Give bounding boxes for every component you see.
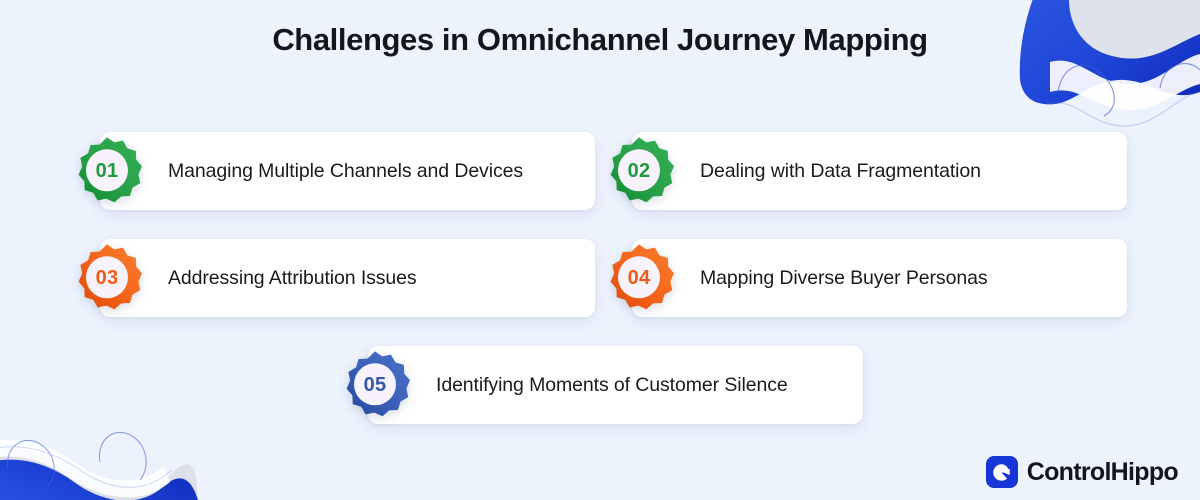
challenge-label: Identifying Moments of Customer Silence: [436, 373, 788, 396]
scalloped-badge-icon: [78, 244, 142, 310]
top-right-wave-band: [1050, 54, 1200, 111]
scalloped-badge-icon: [610, 244, 674, 310]
badge-01: 01: [72, 136, 142, 206]
card-row-2: 03 Addressing Attribution Issues: [0, 239, 1200, 324]
badge-number: 01: [95, 159, 119, 182]
controlhippo-chat-bubble-icon: [985, 456, 1018, 488]
scalloped-badge-icon: [610, 137, 674, 203]
challenge-label: Dealing with Data Fragmentation: [700, 159, 981, 182]
bottom-left-shadow-blob: [0, 447, 198, 500]
badge-04: 04: [604, 243, 674, 313]
page-header: Challenges in Omnichannel Journey Mappin…: [0, 22, 1200, 58]
badge-number: 02: [627, 159, 651, 182]
badge-number: 04: [627, 266, 651, 289]
top-right-wave-outlines: [1045, 63, 1200, 127]
badge-number: 03: [95, 266, 119, 289]
challenges-list: 01 Managing Multiple Channels and Device…: [0, 132, 1200, 453]
card-row-3: 05 Identifying Moments of Customer Silen…: [0, 346, 1200, 431]
brand-name: ControlHippo: [1026, 457, 1179, 486]
badge-02: 02: [604, 136, 674, 206]
bottom-left-blue-blob: [0, 459, 198, 500]
challenge-label: Managing Multiple Channels and Devices: [168, 159, 523, 182]
badge-05: 05: [340, 350, 410, 420]
badge-03: 03: [72, 243, 142, 313]
scalloped-badge-icon: [78, 137, 142, 203]
brand-logo[interactable]: ControlHippo: [985, 456, 1179, 488]
challenge-card-05[interactable]: 05 Identifying Moments of Customer Silen…: [346, 346, 863, 424]
page-title: Challenges in Omnichannel Journey Mappin…: [272, 22, 928, 57]
challenge-card-01[interactable]: 01 Managing Multiple Channels and Device…: [78, 132, 595, 210]
card-row-1: 01 Managing Multiple Channels and Device…: [0, 132, 1200, 217]
scalloped-badge-icon: [346, 351, 410, 417]
challenge-label: Addressing Attribution Issues: [168, 266, 417, 289]
challenge-card-04[interactable]: 04 Mapping Diverse Buyer Personas: [610, 239, 1127, 317]
challenge-card-02[interactable]: 02 Dealing with Data Fragmentation: [610, 132, 1127, 210]
challenge-label: Mapping Diverse Buyer Personas: [700, 266, 988, 289]
challenge-card-03[interactable]: 03 Addressing Attribution Issues: [78, 239, 595, 317]
badge-number: 05: [363, 373, 387, 396]
